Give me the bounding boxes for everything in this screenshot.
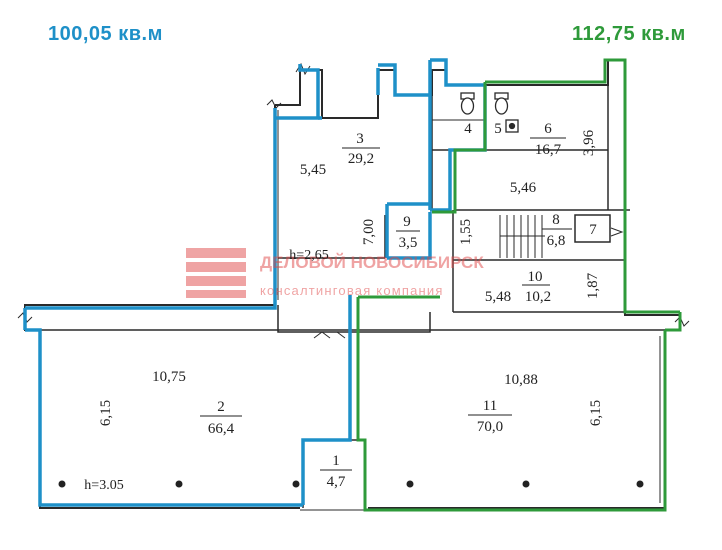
column-marker bbox=[522, 480, 530, 488]
watermark-logo bbox=[186, 248, 246, 298]
room-2-area: 66,4 bbox=[208, 421, 235, 437]
column-marker bbox=[636, 480, 644, 488]
room-7-number: 7 bbox=[589, 222, 597, 238]
columns bbox=[58, 480, 644, 488]
column-marker bbox=[175, 480, 183, 488]
room-9-number: 9 bbox=[403, 214, 411, 230]
room-labels: 3 29,2 4 5 6 16,7 9 3,5 8 6,8 7 10 10,2 … bbox=[200, 121, 597, 490]
dim-155: 1,55 bbox=[458, 219, 474, 245]
fixtures bbox=[460, 92, 519, 133]
dim-545: 5,45 bbox=[300, 162, 326, 178]
room-1-number: 1 bbox=[332, 453, 340, 469]
room-10-area: 10,2 bbox=[525, 289, 551, 305]
watermark-title: ДЕЛОВОЙ НОВОСИБИРСК bbox=[260, 253, 484, 272]
dim-700: 7,00 bbox=[361, 219, 377, 245]
watermark: ДЕЛОВОЙ НОВОСИБИРСК консалтинговая компа… bbox=[186, 248, 484, 298]
room-1-area: 4,7 bbox=[327, 474, 346, 490]
sink-icon bbox=[505, 119, 519, 133]
toilet-icon-5 bbox=[494, 92, 509, 115]
dim-187: 1,87 bbox=[585, 272, 601, 299]
room-10-number: 10 bbox=[528, 269, 543, 285]
dim-1075: 10,75 bbox=[152, 369, 186, 385]
room-2-number: 2 bbox=[217, 399, 225, 415]
area-total-left: 100,05 кв.м bbox=[48, 23, 163, 45]
room-8-number: 8 bbox=[552, 212, 560, 228]
room-11-area: 70,0 bbox=[477, 419, 503, 435]
zone-right-outline bbox=[356, 58, 682, 512]
dim-305: h=3.05 bbox=[84, 478, 123, 493]
dim-615-left: 6,15 bbox=[98, 400, 114, 426]
toilet-icon-4 bbox=[460, 92, 475, 115]
room-5-number: 5 bbox=[494, 121, 502, 137]
room-8-area: 6,8 bbox=[547, 233, 566, 249]
column-marker bbox=[292, 480, 300, 488]
column-marker bbox=[406, 480, 414, 488]
dim-396: 3,96 bbox=[581, 129, 597, 156]
watermark-subtitle: консалтинговая компания bbox=[260, 283, 444, 298]
dim-1088: 10,88 bbox=[504, 372, 538, 388]
zone-left-outline bbox=[23, 58, 487, 507]
room-6-area: 16,7 bbox=[535, 142, 562, 158]
room-3-number: 3 bbox=[356, 131, 364, 147]
room-6-number: 6 bbox=[544, 121, 552, 137]
area-total-right: 112,75 кв.м bbox=[572, 23, 686, 45]
dim-548: 5,48 bbox=[485, 289, 511, 305]
dim-615-right: 6,15 bbox=[588, 400, 604, 426]
room-3-area: 29,2 bbox=[348, 151, 374, 167]
dimension-labels: 5,45 7,00 h=2,65 5,46 3,96 1,55 5,48 1,8… bbox=[84, 129, 604, 493]
column-marker bbox=[58, 480, 66, 488]
dim-546: 5,46 bbox=[510, 180, 537, 196]
room-4-number: 4 bbox=[464, 121, 472, 137]
room-11-number: 11 bbox=[483, 398, 497, 414]
dim-265: h=2,65 bbox=[289, 248, 328, 263]
room-9-area: 3,5 bbox=[399, 235, 418, 251]
